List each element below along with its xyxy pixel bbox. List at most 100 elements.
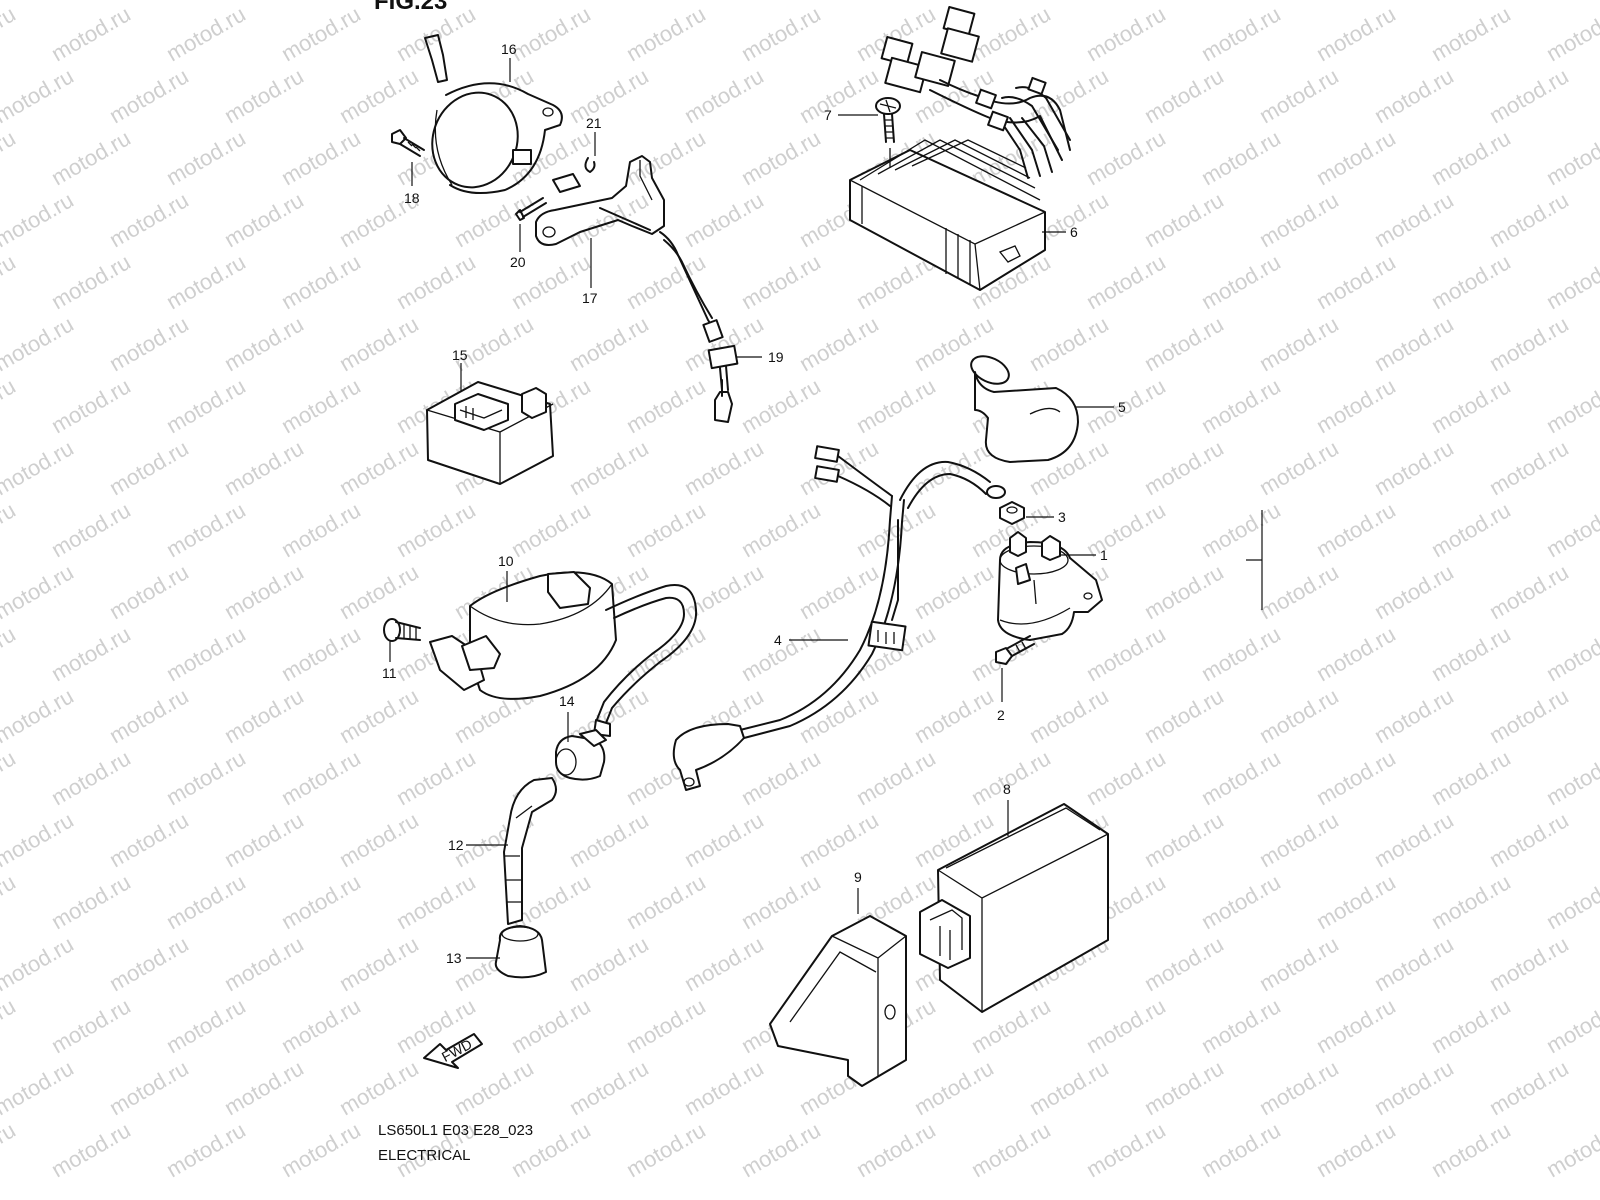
watermark-text: motod.ru (622, 1117, 710, 1182)
watermark-text: motod.ru (1542, 745, 1600, 810)
watermark-text: motod.ru (1082, 125, 1170, 190)
watermark-text: motod.ru (1427, 249, 1515, 314)
watermark-text: motod.ru (1542, 993, 1600, 1058)
watermark-text: motod.ru (1370, 311, 1458, 376)
watermark-text: motod.ru (622, 249, 710, 314)
watermark-text: motod.ru (392, 497, 480, 562)
watermark-text: motod.ru (1485, 1055, 1573, 1120)
watermark-text: motod.ru (0, 621, 20, 686)
part-13-boot[interactable] (494, 925, 547, 979)
watermark-text: motod.ru (105, 187, 193, 252)
watermark-text: motod.ru (0, 497, 20, 562)
part-16-horn[interactable] (419, 34, 563, 199)
watermark-text: motod.ru (450, 187, 538, 252)
part-7-screw[interactable] (875, 97, 901, 168)
watermark-text: motod.ru (1197, 497, 1285, 562)
label-part-18: 18 (404, 190, 420, 206)
watermark-text: motod.ru (105, 559, 193, 624)
watermark-text: motod.ru (0, 683, 78, 748)
label-part-14: 14 (559, 693, 575, 709)
watermark-text: motod.ru (1082, 249, 1170, 314)
part-20-bolt[interactable] (515, 197, 547, 221)
watermark-text: motod.ru (0, 993, 20, 1058)
watermark-text: motod.ru (1427, 373, 1515, 438)
watermark-text: motod.ru (1140, 187, 1228, 252)
watermark-text: motod.ru (162, 745, 250, 810)
watermark-text: motod.ru (795, 807, 883, 872)
watermark-text: motod.ru (1485, 63, 1573, 128)
part-11-screw[interactable] (383, 618, 421, 642)
watermark-text: motod.ru (277, 497, 365, 562)
part-14-sleeve[interactable] (555, 729, 607, 781)
watermark-text: motod.ru (105, 1055, 193, 1120)
watermark-text: motod.ru (737, 1, 825, 66)
watermark-text: motod.ru (737, 1117, 825, 1182)
watermark-text: motod.ru (335, 63, 423, 128)
part-1-starter-relay[interactable] (997, 531, 1103, 641)
watermark-text: motod.ru (1140, 931, 1228, 996)
watermark-text: motod.ru (565, 931, 653, 996)
watermark-text: motod.ru (1312, 993, 1400, 1058)
watermark-text: motod.ru (162, 249, 250, 314)
watermark-text: motod.ru (0, 63, 78, 128)
part-18-bolt[interactable] (391, 129, 425, 157)
part-3-nut[interactable] (999, 501, 1025, 525)
watermark-text: motod.ru (1255, 435, 1343, 500)
watermark-text: motod.ru (1485, 683, 1573, 748)
watermark-text: motod.ru (220, 807, 308, 872)
part-4-lead-wire[interactable] (672, 445, 1006, 791)
watermark-text: motod.ru (277, 125, 365, 190)
label-part-20: 20 (510, 254, 526, 270)
watermark-text: motod.ru (1542, 373, 1600, 438)
watermark-text: motod.ru (335, 683, 423, 748)
watermark-text: motod.ru (392, 1, 480, 66)
watermark-text: motod.ru (1485, 311, 1573, 376)
part-8-ecu[interactable] (919, 803, 1109, 1013)
part-12-plug-cap[interactable] (503, 777, 557, 925)
watermark-text: motod.ru (1255, 559, 1343, 624)
part-21-clip[interactable] (584, 157, 596, 173)
watermark-text: motod.ru (0, 1, 20, 66)
watermark-text: motod.ru (277, 993, 365, 1058)
part-17-bracket[interactable] (535, 155, 724, 343)
watermark-text: motod.ru (1082, 373, 1170, 438)
label-part-4: 4 (774, 632, 782, 648)
watermark-text: motod.ru (1255, 63, 1343, 128)
watermark-text: motod.ru (450, 1055, 538, 1120)
label-part-11: 11 (382, 665, 397, 681)
watermark-text: motod.ru (680, 931, 768, 996)
watermark-text: motod.ru (1485, 435, 1573, 500)
part-2-bolt[interactable] (995, 635, 1035, 665)
watermark-text: motod.ru (1427, 745, 1515, 810)
watermark-text: motod.ru (737, 869, 825, 934)
watermark-text: motod.ru (1197, 1, 1285, 66)
watermark-text: motod.ru (105, 931, 193, 996)
watermark-text: motod.ru (680, 559, 768, 624)
part-19-switch[interactable] (707, 344, 739, 423)
watermark-text: motod.ru (1542, 125, 1600, 190)
watermark-text: motod.ru (1542, 621, 1600, 686)
watermark-text: motod.ru (1542, 1117, 1600, 1182)
watermark-text: motod.ru (565, 311, 653, 376)
watermark-text: motod.ru (1370, 63, 1458, 128)
part-15-relay-box[interactable] (426, 381, 554, 485)
watermark-text: motod.ru (162, 125, 250, 190)
label-part-16: 16 (501, 41, 517, 57)
watermark-text: motod.ru (680, 63, 768, 128)
part-9-ecu-holder[interactable] (769, 915, 907, 1087)
watermark-text: motod.ru (47, 373, 135, 438)
watermark-text: motod.ru (967, 745, 1055, 810)
part-10-ignition-coil[interactable] (429, 571, 698, 737)
watermark-text: motod.ru (737, 373, 825, 438)
watermark-text: motod.ru (1312, 249, 1400, 314)
watermark-text: motod.ru (795, 683, 883, 748)
watermark-text: motod.ru (105, 683, 193, 748)
part-5-cap[interactable] (967, 351, 1079, 463)
part-6-regulator[interactable] (849, 6, 1071, 291)
watermark-text: motod.ru (1312, 1117, 1400, 1182)
watermark-text: motod.ru (1197, 249, 1285, 314)
diagram-code: LS650L1 E03 E28_023 (378, 1122, 534, 1139)
watermark-text: motod.ru (1140, 63, 1228, 128)
watermark-text: motod.ru (392, 869, 480, 934)
watermark-text: motod.ru (1370, 807, 1458, 872)
